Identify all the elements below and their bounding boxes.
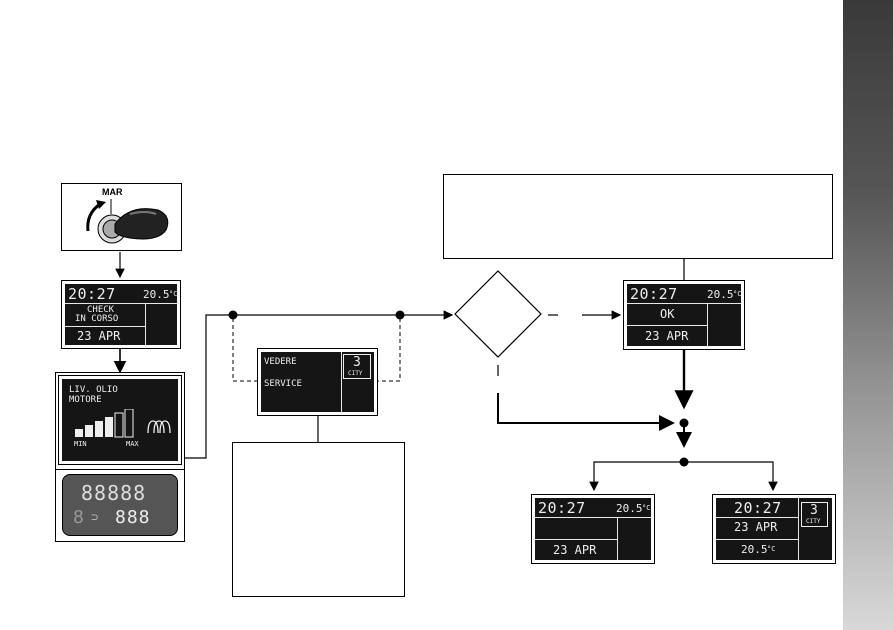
- outside-temp: 20.5: [616, 502, 643, 515]
- bottom-text-box: [232, 442, 405, 597]
- gear-number: 3: [353, 355, 361, 370]
- date-value: 23 APR: [734, 520, 778, 534]
- display-final-gear: 20:27 23 APR 20.5 °C 3 CITY: [712, 494, 836, 564]
- service-line2: SERVICE: [264, 379, 302, 389]
- outside-temp: 20.5: [707, 288, 734, 301]
- odometer-left-digit: 8: [73, 507, 84, 528]
- oil-level-bars-icon: [75, 409, 171, 438]
- ok-message: OK: [660, 307, 675, 321]
- odometer-display: 88888 8 ⊃ 888: [62, 474, 178, 536]
- temp-unit: °C: [767, 545, 776, 553]
- temp-unit: °C: [642, 504, 651, 512]
- page-edge-tab: [843, 0, 893, 630]
- oil-title-line2: MOTORE: [69, 395, 102, 405]
- service-line1: VEDERE: [264, 357, 297, 367]
- ignition-key-panel: MAR: [61, 183, 182, 251]
- date-value: 23 APR: [553, 543, 597, 557]
- oil-level-display: LIV. OLIO MOTORE MIN MAX: [58, 375, 182, 465]
- date-value: 23 APR: [77, 329, 121, 343]
- clock-time: 20:27: [734, 499, 782, 517]
- date-value: 23 APR: [645, 329, 689, 343]
- check-msg-line2: IN CORSO: [75, 314, 119, 324]
- drive-mode: CITY: [348, 370, 363, 377]
- gear-indicator: 3 CITY: [343, 354, 371, 379]
- check-msg-line1: CHECK: [87, 305, 115, 315]
- headlight-icon: ⊃: [91, 510, 99, 524]
- odometer-total: 88888: [81, 481, 147, 505]
- odometer-trip: 888: [115, 507, 151, 528]
- instrument-panel: LIV. OLIO MOTORE MIN MAX 88888 8 ⊃ 888: [55, 372, 185, 542]
- clock-time: 20:27: [630, 285, 678, 303]
- clock-time: 20:27: [68, 285, 116, 303]
- temp-unit: °C: [169, 290, 178, 298]
- oil-min-label: MIN: [74, 440, 87, 448]
- temp-unit: °C: [733, 290, 742, 298]
- clock-time: 20:27: [538, 499, 586, 517]
- gear-number: 3: [810, 503, 818, 518]
- outside-temp: 20.5: [741, 543, 768, 556]
- oil-max-label: MAX: [126, 440, 139, 448]
- display-final-date: 20:27 20.5 °C 23 APR: [531, 494, 655, 564]
- oil-title-line1: LIV. OLIO: [69, 385, 118, 395]
- top-text-box: [443, 174, 833, 259]
- ignition-key-icon: [86, 199, 169, 244]
- display-ok: 20:27 20.5 °C OK 23 APR: [623, 280, 745, 350]
- drive-mode: CITY: [806, 518, 821, 525]
- mar-label: MAR: [102, 187, 123, 197]
- display-check-in-progress: 20:27 20.5 °C CHECK IN CORSO 23 APR: [61, 280, 181, 349]
- gear-indicator: 3 CITY: [801, 502, 828, 527]
- display-vedere-service: VEDERE SERVICE 3 CITY: [257, 348, 378, 416]
- outside-temp: 20.5: [143, 288, 170, 301]
